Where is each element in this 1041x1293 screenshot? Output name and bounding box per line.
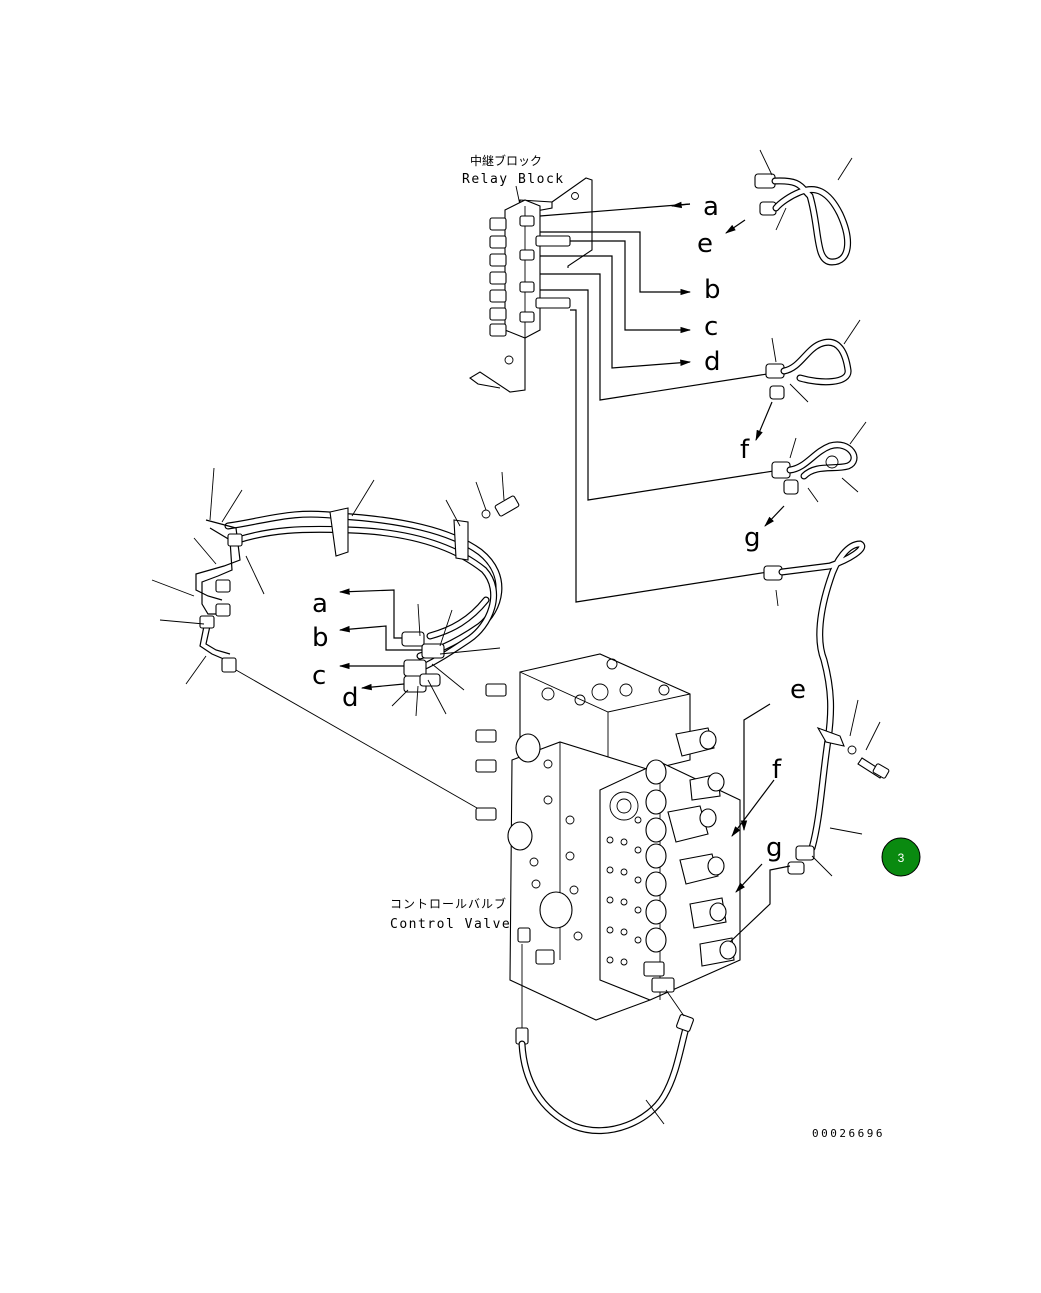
hose-d-f-loop [755,319,861,441]
control-valve-en-label: Control Valve [390,917,511,932]
long-hose-to-control-valve [763,540,890,877]
valve-face-holes [606,791,642,966]
marker-number: 3 [898,851,905,865]
left-callout-arrows [338,588,422,691]
valve-left-fittings [475,683,675,993]
letter-b-upper: b [704,275,721,305]
letter-g-upper: g [744,523,761,553]
page-marker-button[interactable]: 3 [881,837,921,877]
control-valve-jp-label: コントロールバルブ [390,896,507,911]
letter-f-upper: f [740,435,750,465]
hose-a-e-loop [725,149,853,266]
letter-d-left: d [342,683,359,713]
letter-b-left: b [312,623,329,653]
control-valve-assembly: コントロールバルブ Control Valve [390,653,741,1021]
letter-a-left: a [312,589,328,619]
letter-f-valve: f [772,755,782,785]
relay-block-jp-label: 中継ブロック [470,153,542,168]
hose-g-loop [764,421,867,527]
valve-spool-caps [645,727,737,967]
relay-block-en-label: Relay Block [462,172,565,187]
letter-a-upper: a [703,192,719,222]
letter-e-valve: e [790,675,806,705]
letter-e-upper: e [697,229,713,259]
left-hose-harness [151,467,520,717]
letter-d-upper: d [704,347,721,377]
drawing-number: 00026696 [812,1127,885,1140]
relay-block-routing-lines [539,201,781,603]
letter-c-left: c [312,661,326,691]
valve-callout-arrows [729,703,791,943]
relay-block-assembly: 中継ブロック Relay Block [462,153,781,603]
bottom-hose [515,944,694,1134]
letter-g-valve: g [766,833,783,863]
marker-circle[interactable] [881,837,921,877]
letter-c-upper: c [704,312,718,342]
